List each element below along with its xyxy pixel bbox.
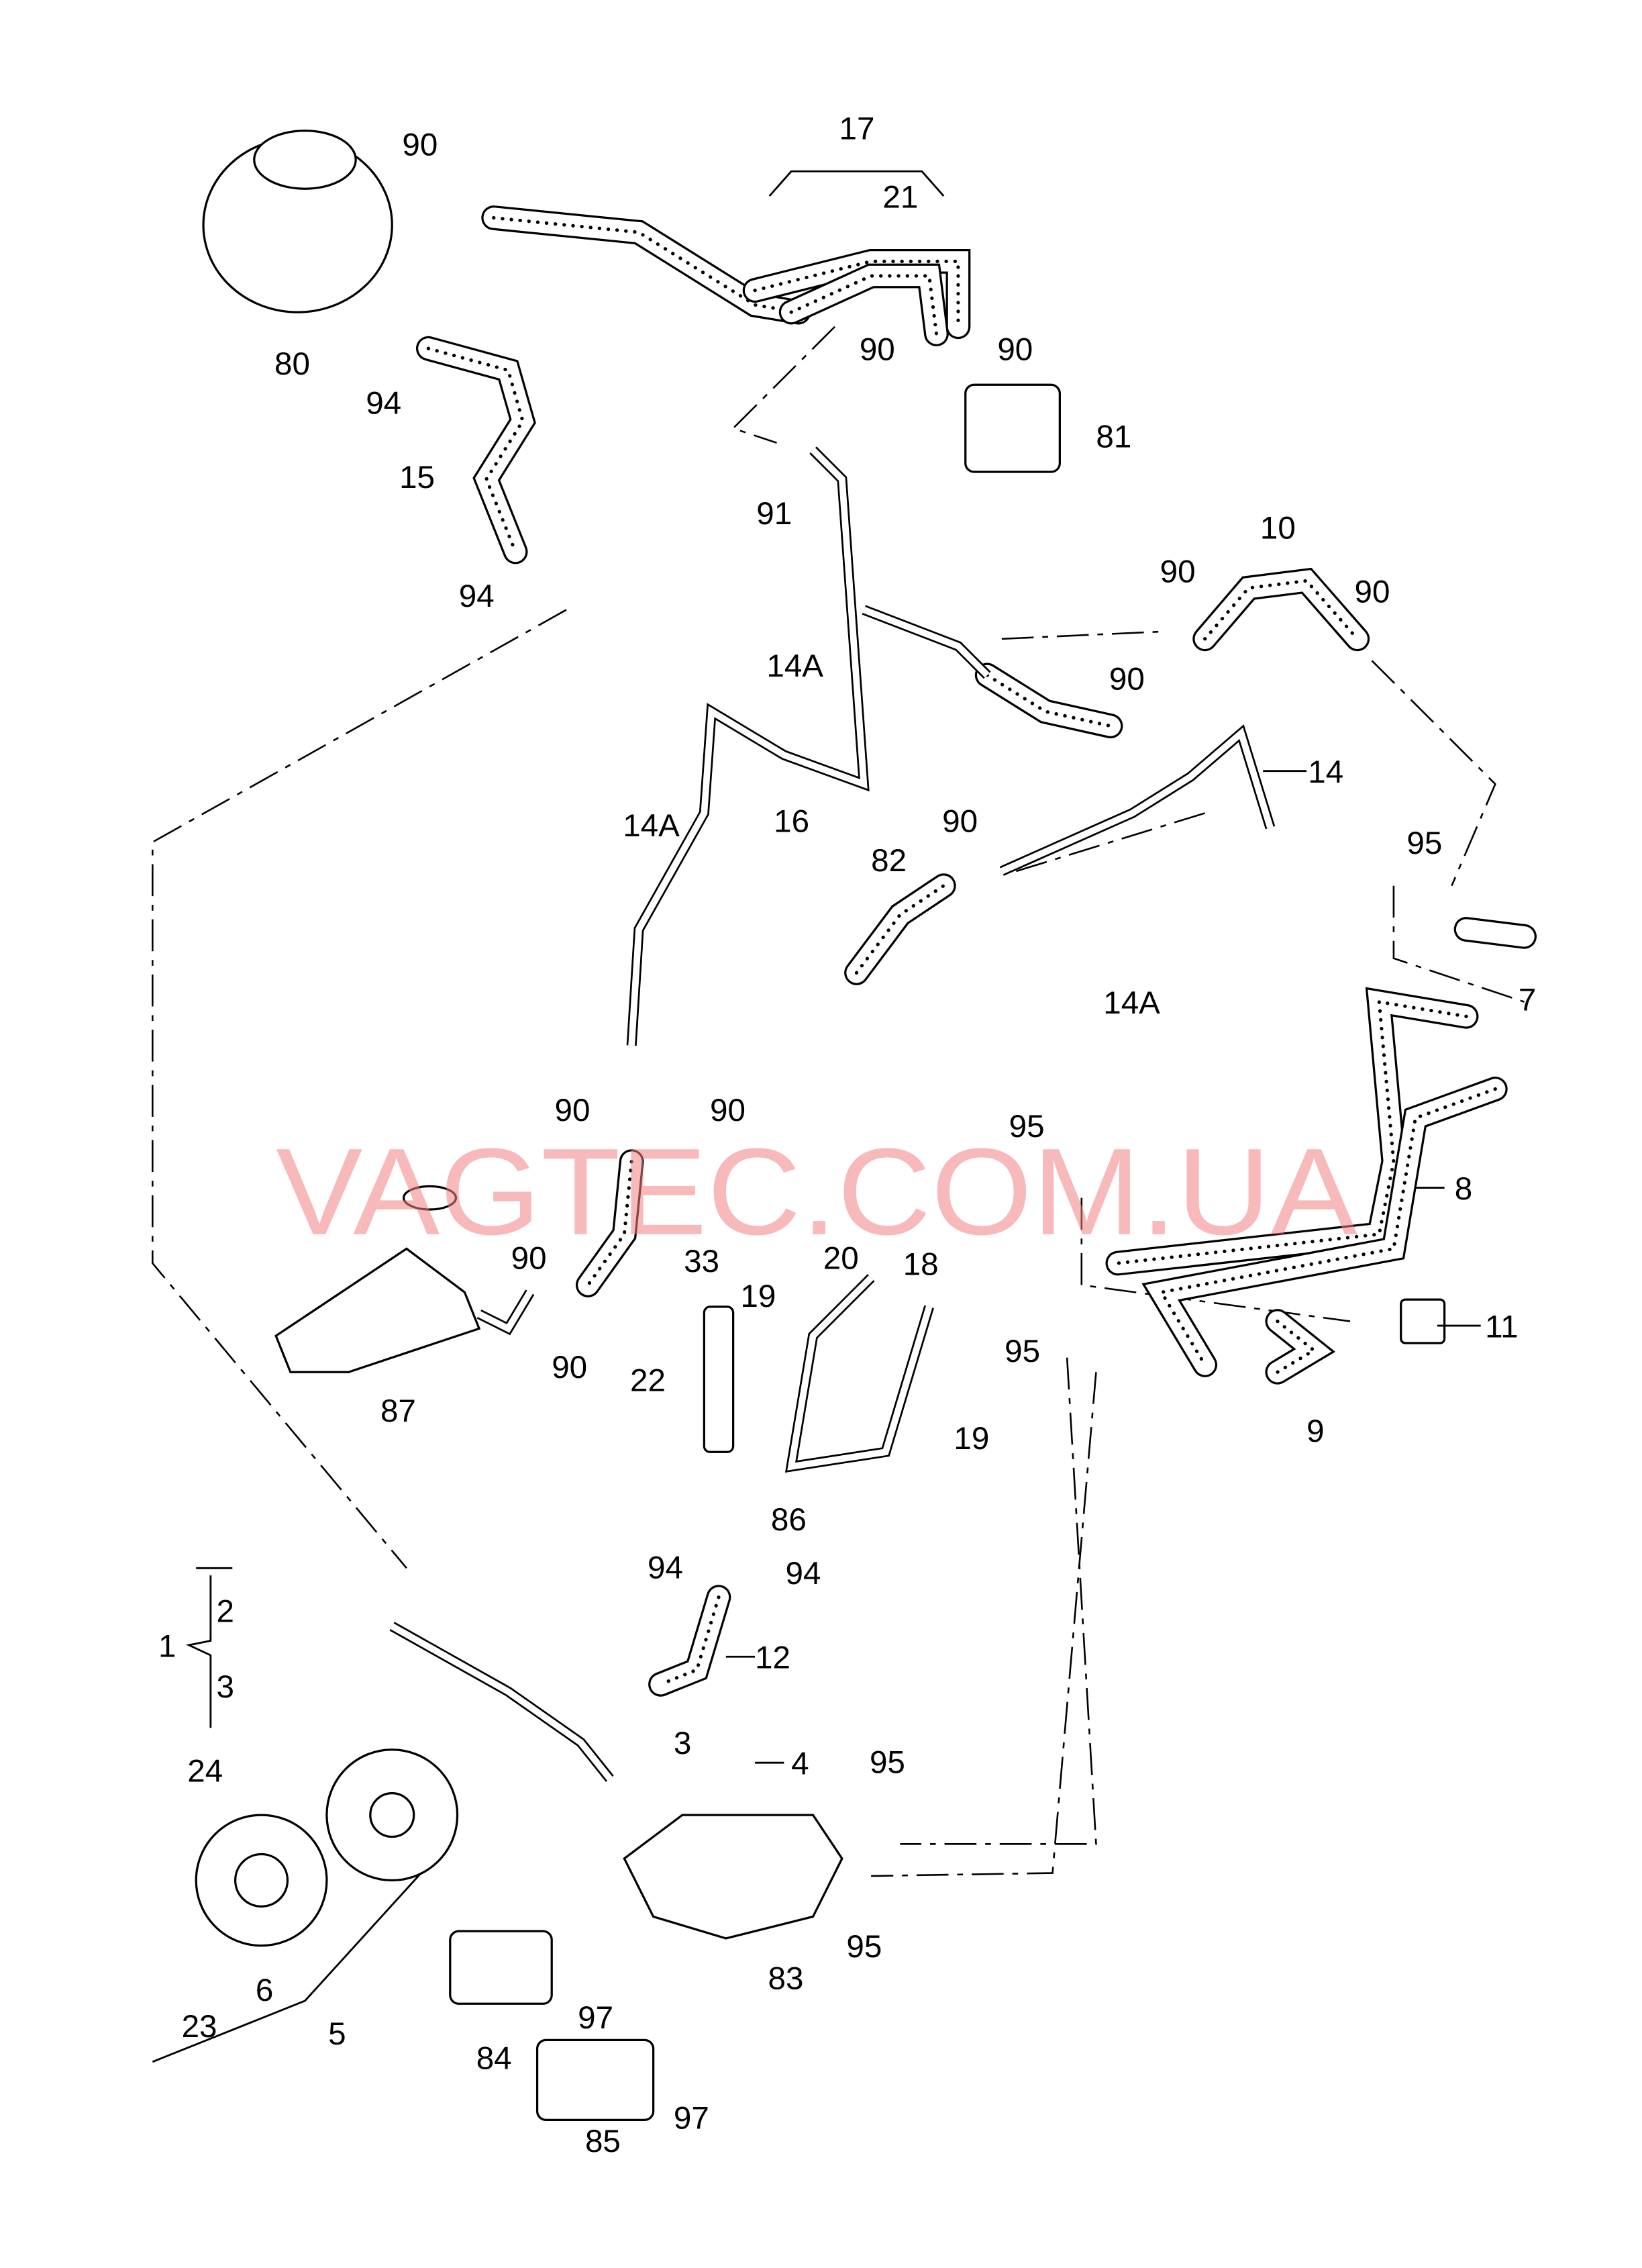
callout: 3 xyxy=(217,1669,234,1705)
callout: 24 xyxy=(187,1753,223,1789)
callout: 14 xyxy=(1308,754,1343,790)
callout: 87 xyxy=(380,1393,416,1429)
callout: 2 xyxy=(217,1593,234,1629)
bracket-22 xyxy=(703,1305,735,1453)
clip-11 xyxy=(1400,1298,1446,1344)
hose-84 xyxy=(449,1930,553,2005)
callout: 8 xyxy=(1455,1171,1472,1207)
callout: 14A xyxy=(1103,985,1160,1021)
callout: 90 xyxy=(1160,554,1196,589)
hoses xyxy=(415,205,1537,1697)
callout: 90 xyxy=(402,127,438,162)
callout: 3 xyxy=(674,1726,691,1761)
callout: 11 xyxy=(1485,1309,1518,1344)
callout: 10 xyxy=(1260,511,1296,546)
watermark: VAGTEC.COM.UA xyxy=(276,1123,1357,1261)
callout: 85 xyxy=(585,2124,621,2159)
callout: 33 xyxy=(684,1244,719,1279)
callout: 97 xyxy=(674,2100,709,2136)
thermostat-housing xyxy=(623,1814,843,1940)
callout: 21 xyxy=(882,179,918,215)
pipes xyxy=(389,446,1276,1782)
callout: 95 xyxy=(1005,1334,1040,1369)
callout: 81 xyxy=(1096,419,1131,454)
callout: 19 xyxy=(954,1421,989,1457)
callout: 19 xyxy=(740,1279,776,1314)
callout: 94 xyxy=(786,1556,821,1591)
callout: 18 xyxy=(903,1246,939,1282)
coolant-pipe-87 xyxy=(274,1247,481,1373)
callout: 83 xyxy=(768,1961,804,1997)
leader-lines xyxy=(152,170,1481,2063)
callout: 94 xyxy=(648,1550,683,1585)
callout: 12 xyxy=(755,1640,790,1676)
callout: 95 xyxy=(1406,826,1442,861)
callout: 91 xyxy=(756,496,792,532)
hose-85 xyxy=(535,2038,655,2121)
callout: 90 xyxy=(511,1241,547,1277)
callout: 94 xyxy=(459,579,495,614)
callout: 6 xyxy=(256,1973,273,2008)
callout: 90 xyxy=(552,1350,587,1385)
callout: 23 xyxy=(182,2009,217,2044)
callout: 5 xyxy=(328,2016,346,2052)
callout: 22 xyxy=(630,1363,666,1398)
callout: 95 xyxy=(846,1929,882,1965)
callout: 97 xyxy=(578,2000,613,2036)
callout: 14A xyxy=(623,808,680,844)
callout: 80 xyxy=(274,346,310,382)
parts xyxy=(195,130,1446,2121)
callout: 86 xyxy=(771,1502,807,1538)
callout: 90 xyxy=(1354,575,1390,610)
callout: 90 xyxy=(942,804,978,840)
callout: 90 xyxy=(997,332,1033,367)
callout: 95 xyxy=(1009,1109,1045,1144)
callout: 90 xyxy=(555,1093,591,1128)
callout: 84 xyxy=(476,2041,512,2077)
callout: 9 xyxy=(1306,1414,1324,1449)
callout: 7 xyxy=(1519,983,1536,1018)
callout: 14A xyxy=(766,648,823,684)
callout: 82 xyxy=(871,843,907,879)
callout: 17 xyxy=(839,111,875,147)
callout: 90 xyxy=(710,1093,746,1128)
callout: 94 xyxy=(366,386,401,422)
callout: 16 xyxy=(774,804,809,840)
callout: 95 xyxy=(870,1744,905,1780)
callout: 20 xyxy=(823,1241,859,1277)
callout: 90 xyxy=(860,332,895,367)
heater-valve xyxy=(964,383,1061,473)
callout-labels: 17 21 90 80 94 90 90 81 15 91 94 10 90 9… xyxy=(158,111,1536,2159)
callout: 1 xyxy=(158,1628,176,1664)
callout: 15 xyxy=(399,460,435,495)
routing-lines xyxy=(152,326,1525,1877)
callout: 90 xyxy=(1109,662,1145,697)
callout: 4 xyxy=(791,1746,809,1781)
